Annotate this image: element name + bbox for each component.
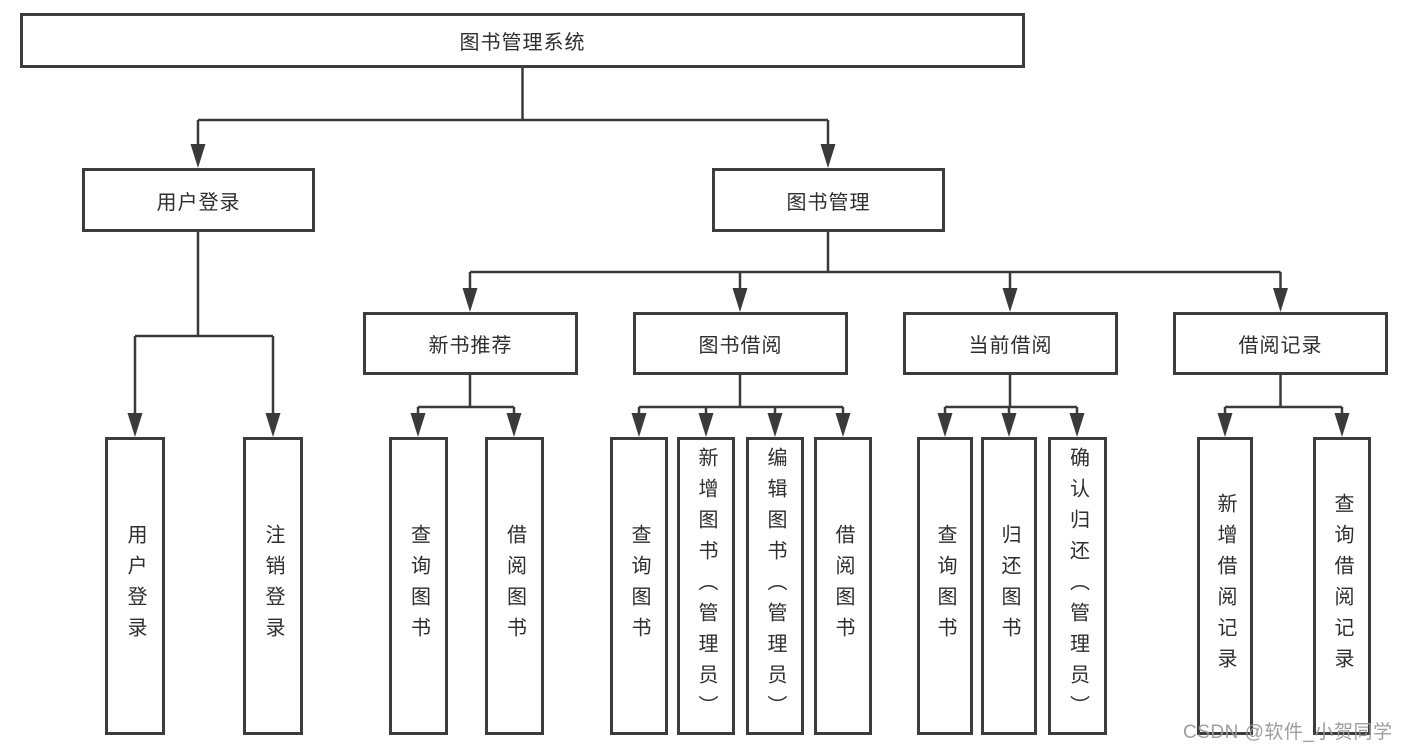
node-borrow-record: 借阅记录 <box>1173 312 1388 375</box>
leaf-return-books: 归还图书 <box>981 437 1037 735</box>
leaf-query-borrow-record: 查询借阅记录 <box>1313 437 1371 735</box>
leaf-query-books-recommend: 查询图书 <box>389 437 448 735</box>
leaf-logout-login: 注销登录 <box>243 437 303 735</box>
node-new-book-recommend: 新书推荐 <box>363 312 578 375</box>
leaf-add-borrow-record: 新增借阅记录 <box>1197 437 1253 735</box>
leaf-query-books-borrow: 查询图书 <box>610 437 668 735</box>
arrowheads <box>127 144 1350 437</box>
watermark: CSDN @软件_小贺同学 <box>1183 722 1393 743</box>
leaf-confirm-return-admin: 确认归还（管理员） <box>1048 437 1107 735</box>
node-book-management: 图书管理 <box>712 168 945 232</box>
leaf-borrow-books: 借阅图书 <box>814 437 872 735</box>
node-user-login: 用户登录 <box>82 168 315 232</box>
leaf-user-login: 用户登录 <box>105 437 165 735</box>
leaf-borrow-books-recommend: 借阅图书 <box>485 437 544 735</box>
leaf-add-books-admin: 新增图书（管理员） <box>677 437 735 735</box>
node-library-system: 图书管理系统 <box>20 13 1025 68</box>
node-current-borrow: 当前借阅 <box>903 312 1118 375</box>
node-book-borrow: 图书借阅 <box>633 312 848 375</box>
leaf-query-books-current: 查询图书 <box>917 437 973 735</box>
leaf-edit-books-admin: 编辑图书（管理员） <box>746 437 804 735</box>
